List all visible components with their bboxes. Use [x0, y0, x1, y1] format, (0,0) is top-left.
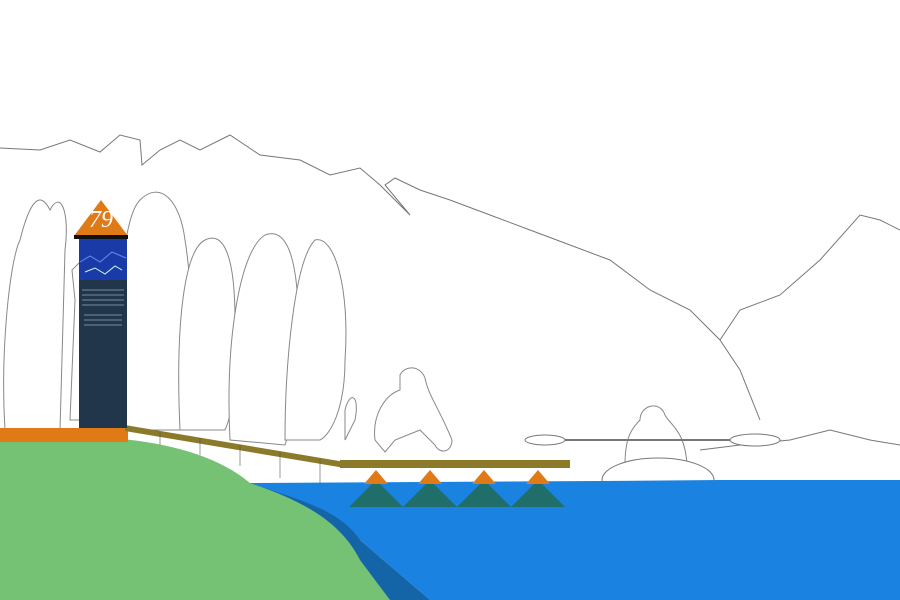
info-tower: [69, 200, 128, 428]
pontoons: [349, 470, 565, 507]
mountain-outline: [0, 134, 900, 451]
boardwalk: [125, 425, 570, 484]
marker-number: 79: [89, 207, 113, 233]
people-silhouettes: [374, 367, 688, 466]
kayak-paddle: [524, 433, 781, 447]
marker-triangle: [74, 200, 128, 236]
tower-base: [0, 428, 128, 442]
grass-bank: [0, 436, 390, 600]
trees-outline: [3, 191, 357, 446]
lake-water: [250, 480, 900, 600]
